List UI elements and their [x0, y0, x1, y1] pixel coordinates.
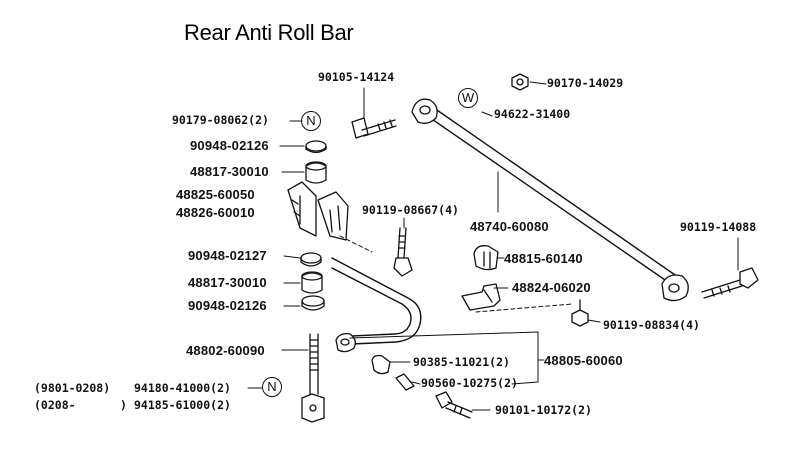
callout-n-upper: N — [301, 111, 321, 131]
bolt-90105 — [351, 87, 397, 139]
part-label-90385-11021: 90385-11021(2) — [413, 355, 510, 369]
part-label-90948-02126-lower: 90948-02126 — [188, 298, 267, 313]
part-label-90119-08834: 90119-08834(4) — [603, 318, 700, 332]
bolt-90119-08834 — [571, 299, 601, 327]
part-label-0208-range: (0208- — [34, 398, 76, 412]
part-label-48817-30010-upper: 48817-30010 — [190, 164, 269, 179]
part-label-48805-60060: 48805-60060 — [544, 353, 623, 368]
part-label-48824-06020: 48824-06020 — [512, 280, 591, 295]
part-label-90101-10172: 90101-10172(2) — [495, 403, 592, 417]
part-label-94622-31400: 94622-31400 — [494, 107, 571, 121]
left-washers — [300, 140, 327, 311]
part-label-48825-60050: 48825-60050 — [176, 187, 255, 202]
part-label-90119-14088: 90119-14088 — [680, 220, 757, 234]
part-label-90119-08667: 90119-08667(4) — [362, 203, 459, 217]
nut-90170 — [511, 73, 529, 91]
part-label-94180-41000: 94180-41000(2) — [134, 381, 231, 395]
part-label-90948-02126-upper: 90948-02126 — [190, 138, 269, 153]
bracket-48824 — [461, 283, 573, 313]
part-label-48815-60140: 48815-60140 — [504, 251, 583, 266]
bushings-small — [371, 354, 415, 391]
diagram-title: Rear Anti Roll Bar — [184, 20, 354, 45]
part-label-48740-60080: 48740-60080 — [470, 219, 549, 234]
part-label-90105-14124: 90105-14124 — [318, 70, 395, 84]
leader-lines — [247, 81, 547, 411]
link-48802 — [281, 333, 325, 423]
part-label-90170-14029: 90170-14029 — [547, 76, 624, 90]
bolt-90119-08667 — [393, 217, 413, 277]
part-label-90560-10275: 90560-10275(2) — [421, 376, 518, 390]
bolt-90119-14088 — [701, 237, 759, 299]
part-label-94185-61000: 94185-61000(2) — [134, 398, 231, 412]
clamp-48815 — [473, 245, 499, 271]
callout-w: W — [458, 88, 478, 108]
callout-n-lower: N — [262, 377, 282, 397]
bracket-48825 — [287, 181, 373, 253]
part-label-90948-02127: 90948-02127 — [188, 248, 267, 263]
part-label-48802-60090: 48802-60090 — [186, 343, 265, 358]
part-label-48826-60010: 48826-60010 — [176, 205, 255, 220]
bolt-90101 — [435, 391, 473, 419]
part-label-9801-0208: (9801-0208) — [34, 381, 111, 395]
part-label-90179-08062: 90179-08062(2) — [172, 113, 269, 127]
lateral-rod — [411, 98, 689, 302]
part-label-48817-30010-lower: 48817-30010 — [188, 275, 267, 290]
part-label-range-close: ) — [120, 398, 127, 412]
